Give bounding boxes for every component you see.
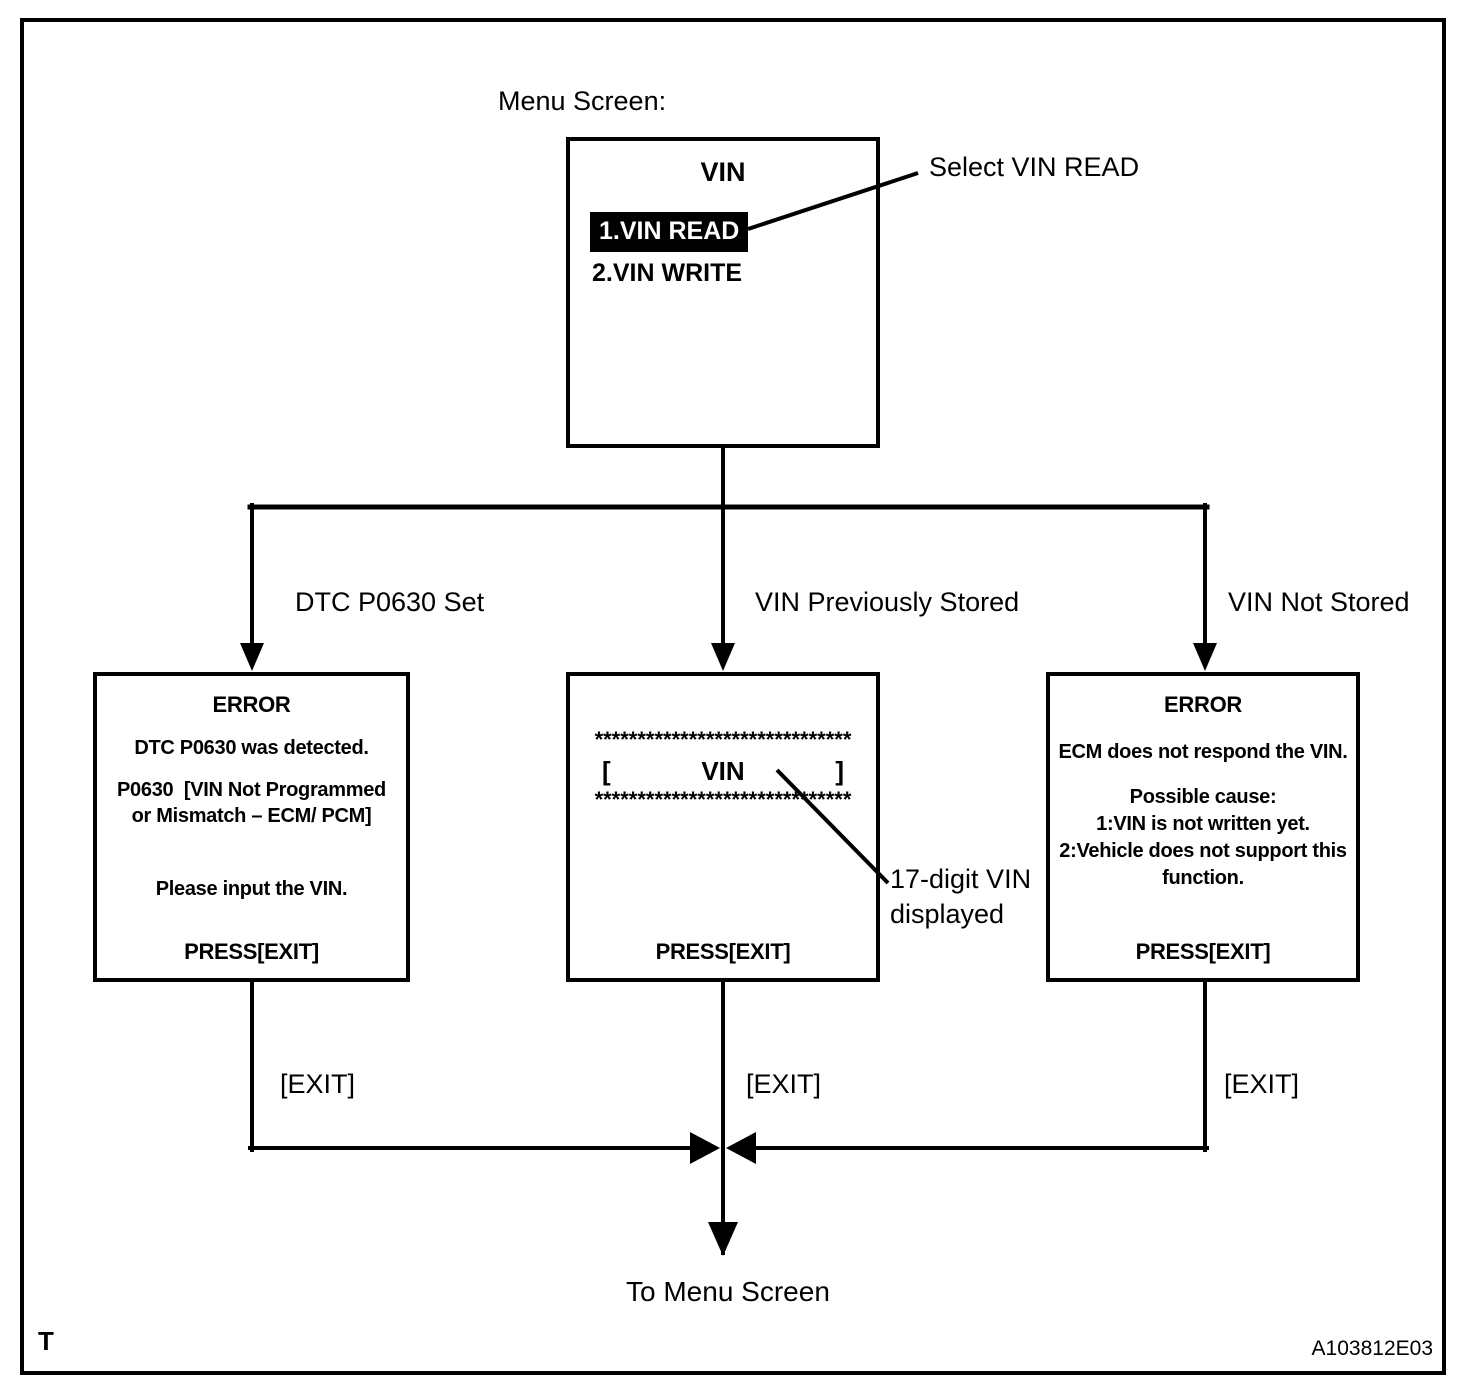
press-exit-label: PRESS[EXIT] <box>184 939 319 964</box>
page-mark-t: T <box>38 1326 54 1356</box>
screen-line: ECM does not respond the VIN. <box>1058 741 1348 763</box>
menu-item-vin-write: 2.VIN WRITE <box>592 259 743 287</box>
error-dtc-screen: ERROR DTC P0630 was detected. P0630 [VIN… <box>93 672 410 982</box>
figure-border <box>20 18 1446 1375</box>
to-menu-screen-label: To Menu Screen <box>626 1276 830 1307</box>
screen-line: 1:VIN is not written yet. <box>1096 813 1310 835</box>
screen-title: ERROR <box>212 692 291 717</box>
vin-field-label: VIN <box>701 756 745 786</box>
press-exit-label: PRESS[EXIT] <box>655 939 791 964</box>
exit-label-left: [EXIT] <box>280 1069 356 1099</box>
vin-digits-callout: 17-digit VIN displayed <box>890 862 1031 932</box>
menu-screen-title: VIN <box>700 157 746 187</box>
press-exit-label: PRESS[EXIT] <box>1135 939 1271 964</box>
screen-line: DTC P0630 was detected. <box>134 737 369 759</box>
bracket-open: [ <box>602 756 611 786</box>
exit-label-middle: [EXIT] <box>746 1069 822 1099</box>
exit-label-right: [EXIT] <box>1224 1069 1300 1099</box>
vin-digits-callout-line2: displayed <box>890 899 1005 929</box>
menu-item-vin-read: 1.VIN READ <box>590 212 749 252</box>
vin-value-row: [ VIN ] <box>570 756 876 787</box>
screen-line: or Mismatch – ECM/ PCM] <box>131 805 372 827</box>
screen-line: Possible cause: <box>1129 786 1277 808</box>
screen-line: function. <box>1162 867 1244 889</box>
menu-screen-label: Menu Screen: <box>498 86 667 116</box>
figure-code: A103812E03 <box>1311 1337 1433 1360</box>
stars-row: ****************************** <box>594 727 852 752</box>
bracket-close: ] <box>835 756 844 786</box>
screen-line: 2:Vehicle does not support this <box>1059 840 1347 862</box>
branch-label-vin-not-stored: VIN Not Stored <box>1228 587 1410 617</box>
vin-display-screen: ****************************** [ VIN ] *… <box>566 672 880 982</box>
branch-label-vin-stored: VIN Previously Stored <box>755 587 1020 617</box>
menu-screen-box: VIN 1.VIN READ 2.VIN WRITE <box>566 137 880 448</box>
select-vin-read-callout: Select VIN READ <box>929 152 1140 182</box>
vin-digits-callout-line1: 17-digit VIN <box>890 864 1032 894</box>
screen-title: ERROR <box>1164 692 1242 717</box>
screen-line: P0630 [VIN Not Programmed <box>117 779 386 801</box>
stars-row: ****************************** <box>594 787 852 812</box>
screen-line: Please input the VIN. <box>155 878 348 900</box>
error-ecm-screen: ERROR ECM does not respond the VIN. Poss… <box>1046 672 1360 982</box>
branch-label-dtc-set: DTC P0630 Set <box>295 587 485 617</box>
